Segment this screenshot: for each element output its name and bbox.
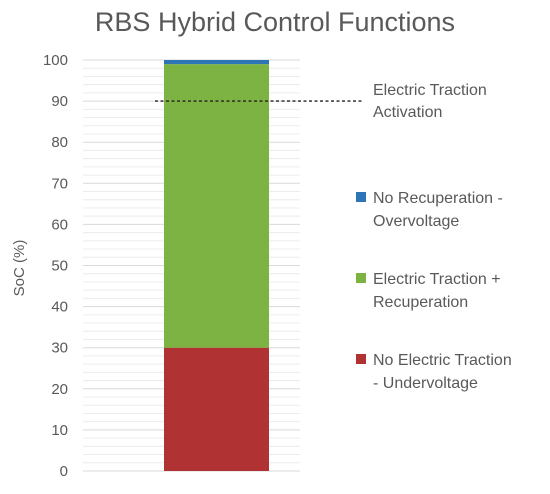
y-tick-label: 10 (51, 422, 68, 439)
legend-item: Electric Traction + Recuperation (356, 271, 501, 311)
legend-label: - Undervoltage (373, 375, 478, 392)
y-tick-label: 60 (51, 216, 68, 233)
legend-label: Recuperation (373, 294, 468, 311)
y-tick-label: 40 (51, 299, 68, 316)
y-tick-label: 70 (51, 175, 68, 192)
legend-label: No Electric Traction (373, 352, 512, 369)
legend-label: Electric Traction + (373, 271, 501, 288)
y-tick-label: 50 (51, 258, 68, 275)
y-tick-label: 30 (51, 340, 68, 357)
legend-item: No Recuperation - Overvoltage (356, 190, 503, 230)
legend-swatch (356, 354, 366, 364)
annotation-text: Activation (373, 104, 442, 121)
y-tick-labels: 0 10 20 30 40 50 60 70 80 90 100 (43, 52, 68, 480)
y-tick-label: 100 (43, 52, 68, 69)
bar-segment (164, 64, 269, 348)
annotation-text: Electric Traction (373, 82, 487, 99)
legend-swatch (356, 192, 366, 202)
y-tick-label: 90 (51, 93, 68, 110)
y-axis-label: SoC (%) (11, 240, 28, 297)
legend-swatch (356, 273, 366, 283)
bar-segment (164, 60, 269, 65)
y-tick-label: 0 (60, 463, 68, 480)
chart-title: RBS Hybrid Control Functions (95, 7, 455, 37)
stacked-bar (164, 60, 269, 471)
bar-segment (164, 347, 269, 471)
y-tick-label: 20 (51, 381, 68, 398)
legend-label: No Recuperation - (373, 190, 503, 207)
legend-label: Overvoltage (373, 213, 459, 230)
legend-item: No Electric Traction - Undervoltage (356, 352, 512, 392)
y-tick-label: 80 (51, 134, 68, 151)
